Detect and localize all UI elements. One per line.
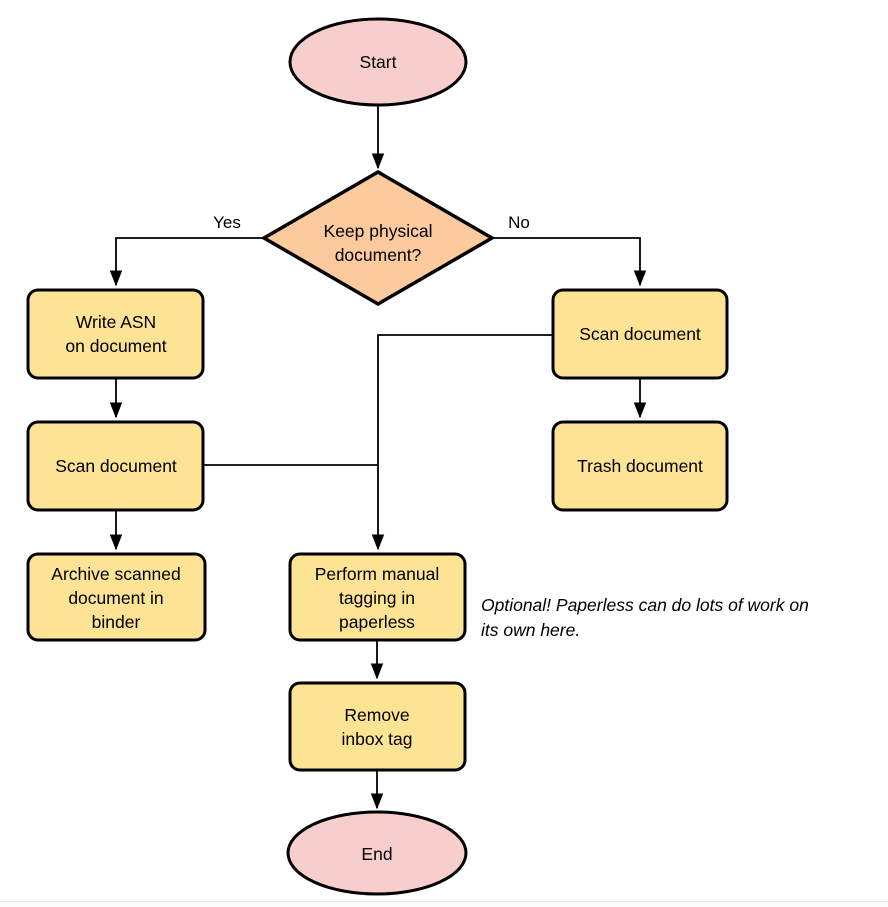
scan-right-box bbox=[551, 288, 729, 380]
edge-scan-right-merge-to-tagging bbox=[371, 334, 553, 551]
write-asn-label-line1: Write ASN bbox=[76, 312, 156, 332]
node-tagging: Perform manual tagging in paperless bbox=[288, 552, 467, 642]
decision-label-line2: document? bbox=[335, 245, 422, 265]
start-label: Start bbox=[360, 52, 397, 72]
node-scan-right: Scan document bbox=[551, 288, 729, 380]
scan-left-label: Scan document bbox=[55, 456, 177, 476]
tagging-box bbox=[288, 552, 467, 642]
decision-diamond bbox=[260, 169, 496, 307]
node-decision: Keep physical document? bbox=[260, 169, 496, 307]
end-label: End bbox=[361, 844, 392, 864]
archive-label-line3: binder bbox=[92, 612, 141, 632]
remove-inbox-label-line2: inbox tag bbox=[341, 729, 412, 749]
write-asn-label-line2: on document bbox=[65, 336, 166, 356]
archive-label-line2: document in bbox=[68, 588, 163, 608]
no-edge-label: No bbox=[508, 213, 530, 232]
write-asn-box bbox=[26, 288, 205, 380]
node-scan-left: Scan document bbox=[26, 420, 205, 512]
end-ellipse bbox=[286, 810, 468, 896]
edges bbox=[109, 106, 647, 810]
annotation-line1: Optional! Paperless can do lots of work … bbox=[481, 595, 809, 615]
edge-decision-yes-to-write-asn bbox=[109, 237, 264, 287]
tagging-label-line1: Perform manual bbox=[315, 564, 440, 584]
edge-decision-no-to-scan-right bbox=[492, 237, 647, 287]
node-write-asn: Write ASN on document bbox=[26, 288, 205, 380]
annotation-note: Optional! Paperless can do lots of work … bbox=[481, 595, 809, 640]
decision-label-line1: Keep physical bbox=[324, 221, 433, 241]
node-start: Start bbox=[288, 17, 468, 107]
yes-edge-label: Yes bbox=[213, 213, 241, 232]
node-trash: Trash document bbox=[551, 420, 729, 512]
archive-box bbox=[26, 552, 207, 642]
remove-inbox-label-line1: Remove bbox=[344, 705, 409, 725]
tagging-label-line2: tagging in bbox=[339, 588, 415, 608]
tagging-label-line3: paperless bbox=[339, 612, 415, 632]
node-remove-inbox: Remove inbox tag bbox=[288, 681, 467, 772]
remove-inbox-box bbox=[288, 681, 467, 772]
scan-right-label: Scan document bbox=[579, 324, 701, 344]
node-end: End bbox=[286, 810, 468, 896]
annotation-line2: its own here. bbox=[481, 620, 580, 640]
trash-box bbox=[551, 420, 729, 512]
node-archive: Archive scanned document in binder bbox=[26, 552, 207, 642]
archive-label-line1: Archive scanned bbox=[51, 564, 180, 584]
start-ellipse bbox=[288, 17, 468, 107]
trash-label: Trash document bbox=[577, 456, 703, 476]
scan-left-box bbox=[26, 420, 205, 512]
page-bottom-edge bbox=[0, 901, 888, 907]
